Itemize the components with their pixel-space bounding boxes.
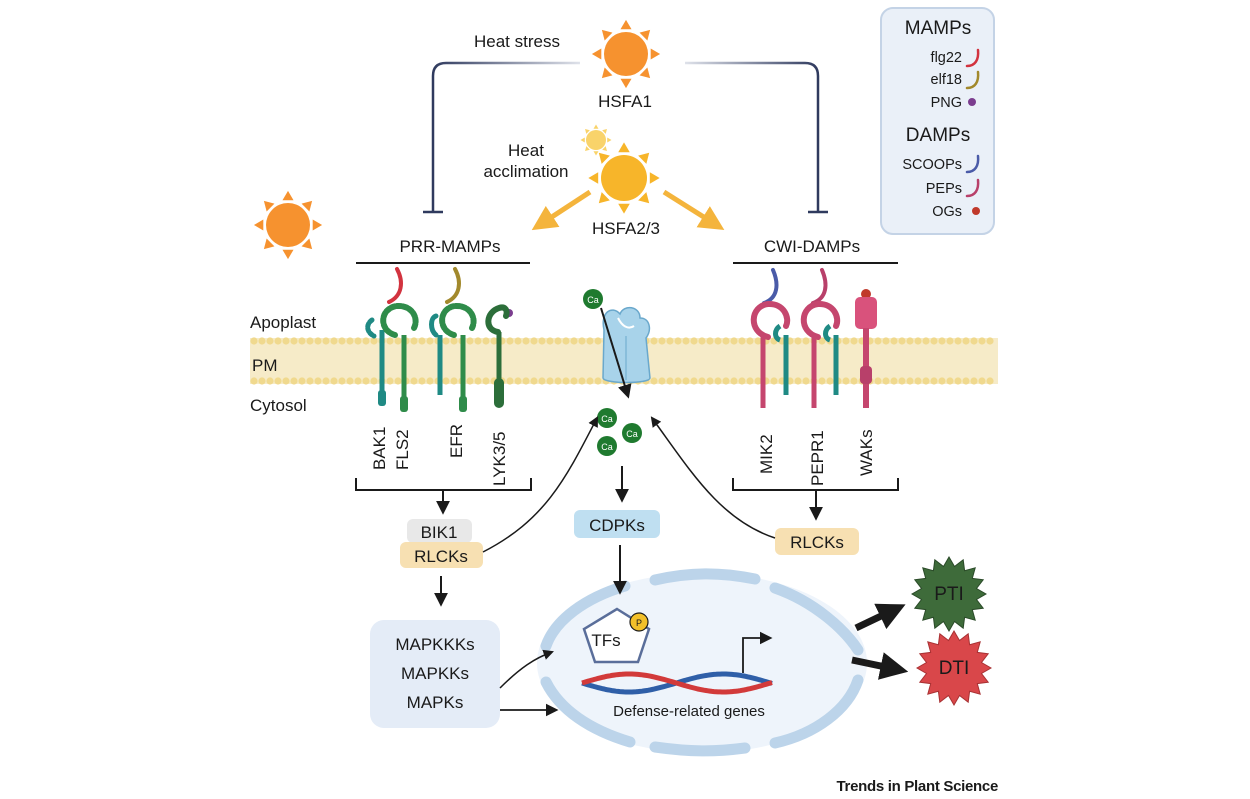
mapkks-label: MAPKKs [401, 664, 469, 683]
calcium-channel [602, 306, 651, 384]
rlcks-left-label: RLCKs [414, 547, 468, 566]
mik2-label: MIK2 [757, 434, 776, 474]
mamps-title: MAMPs [905, 18, 972, 39]
cwi-damps-label: CWI-DAMPs [764, 237, 860, 256]
transcription-start-arrow [742, 631, 773, 673]
fls2-receptor [380, 267, 419, 412]
scoops-icon [965, 154, 980, 174]
pti-label: PTI [934, 584, 964, 605]
mapkkks-label: MAPKKKs [395, 635, 474, 654]
svg-text:Ca: Ca [601, 442, 613, 452]
pti-burst-icon [911, 556, 987, 632]
flg22-ligand [387, 267, 403, 304]
hsfa23-to-prr-arrow [531, 189, 592, 231]
waks-receptor [855, 289, 877, 408]
pm-label: PM [252, 356, 278, 375]
hsfa23-label: HSFA2/3 [592, 219, 660, 238]
bik1-label: BIK1 [421, 523, 458, 542]
rlcks-right-box [775, 528, 859, 555]
legend-png: PNG [931, 95, 962, 111]
svg-text:Ca: Ca [601, 414, 613, 424]
calcium-ion-label: Ca [587, 295, 599, 305]
mapks-label: MAPKs [407, 693, 464, 712]
to-dti-arrow [851, 652, 909, 680]
efr-label: EFR [447, 424, 466, 458]
svg-text:Ca: Ca [626, 429, 638, 439]
bak1-receptor [365, 317, 386, 406]
legend-elf18: elf18 [931, 72, 962, 88]
elf18-icon [965, 70, 980, 90]
heat-stress-sun-icon [591, 19, 661, 89]
ogs-ligand [861, 289, 871, 299]
dna-helix-icon [581, 671, 773, 695]
to-pti-arrow [854, 603, 906, 632]
ogs-icon [972, 207, 980, 215]
tfs-label: TFs [591, 631, 620, 650]
peps-ligand [811, 268, 828, 305]
cwi-receptors [750, 268, 877, 408]
prr-receptors [365, 267, 513, 412]
legend-ogs: OGs [932, 204, 962, 220]
acclimation-label: acclimation [483, 162, 568, 181]
legend-peps: PEPs [926, 181, 962, 197]
rlcks-left-to-calcium-arrow [482, 416, 598, 553]
dti-label: DTI [939, 658, 970, 679]
lyk35-label: LYK3/5 [490, 431, 509, 486]
nucleus [537, 568, 867, 757]
hsfa1-label: HSFA1 [598, 92, 652, 111]
calcium-ion [583, 289, 603, 309]
mik2-receptor [750, 268, 791, 408]
journal-footer: Trends in Plant Science [837, 778, 999, 795]
png-icon [968, 98, 976, 106]
rlcks-right-to-calcium-arrow [650, 416, 776, 539]
waks-label: WAKs [857, 429, 876, 476]
small-sun-icon [580, 124, 612, 156]
legend-flg22: flg22 [931, 50, 962, 66]
apoplast-label: Apoplast [250, 313, 316, 332]
bak1-label: BAK1 [370, 427, 389, 470]
suns [253, 19, 661, 260]
heat-stress-inhibition [423, 61, 828, 214]
peps-icon [965, 178, 980, 198]
phosphate-label: P [636, 618, 642, 628]
lyk35-receptor [485, 304, 513, 408]
heat-stress-label: Heat stress [474, 32, 560, 51]
hsfa23-to-cwi-arrow [662, 189, 725, 230]
bik1-box [407, 519, 472, 543]
heat-label: Heat [508, 141, 544, 160]
heat-acclimation-sun-icon [588, 142, 660, 214]
legend-scoops: SCOOPs [902, 157, 962, 173]
dti-burst-icon [916, 630, 992, 706]
damps-title: DAMPs [906, 125, 970, 146]
cytosol-label: Cytosol [250, 396, 307, 415]
pepr1-receptor [800, 268, 841, 408]
fls2-label: FLS2 [393, 429, 412, 470]
elf18-ligand [445, 267, 461, 304]
legend: MAMPs flg22 elf18 PNG DAMPs SCOOPs PEPs … [880, 7, 995, 235]
scoops-ligand [762, 268, 779, 305]
pepr1-label: PEPR1 [808, 430, 827, 486]
mapk-to-tfs-arrow [499, 649, 554, 689]
prr-mamps-label: PRR-MAMPs [399, 237, 500, 256]
cdpks-label: CDPKs [589, 516, 645, 535]
efr-receptor [429, 267, 477, 412]
cytosolic-calcium: Ca Ca Ca [597, 408, 642, 456]
rlcks-left-box [400, 542, 483, 568]
flg22-icon [965, 48, 980, 68]
left-sun-icon [253, 190, 323, 260]
phosphate-icon [629, 612, 649, 632]
mapk-cascade-box [370, 620, 500, 728]
cdpks-box [574, 510, 660, 538]
genes-label: Defense-related genes [613, 703, 765, 720]
calcium-influx-arrow [600, 307, 632, 399]
rlcks-right-label: RLCKs [790, 533, 844, 552]
